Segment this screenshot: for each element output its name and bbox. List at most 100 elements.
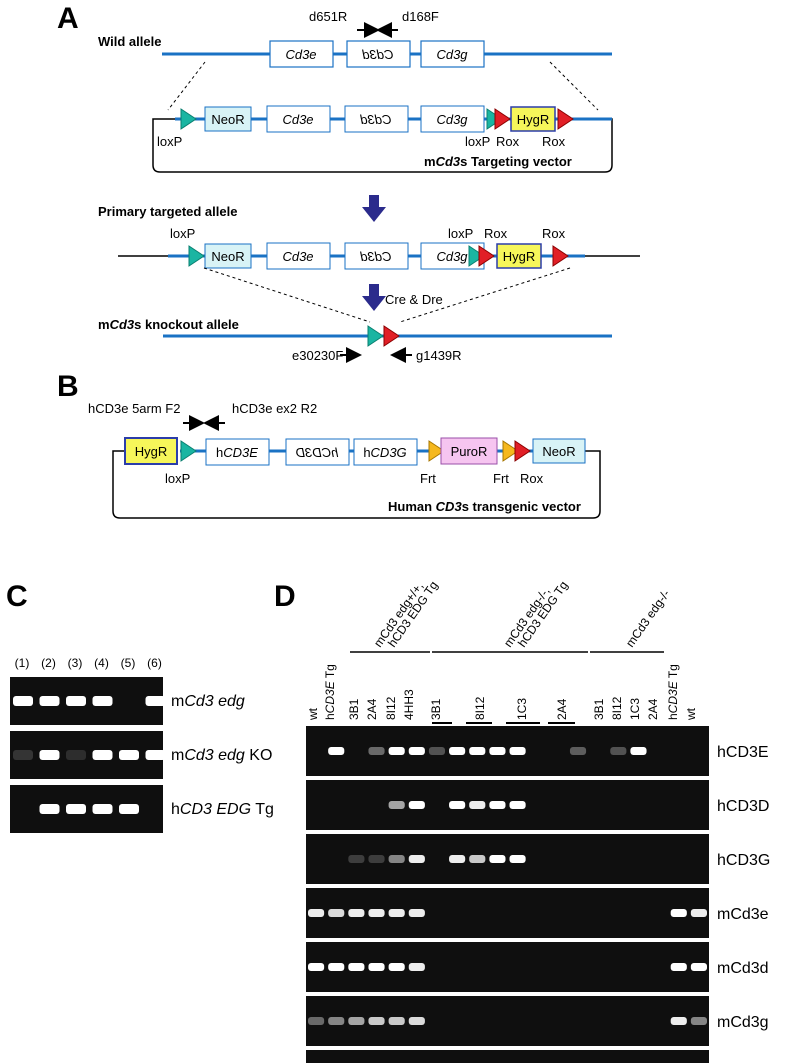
gel-d-background <box>306 996 709 1046</box>
gel-d-band <box>408 801 425 809</box>
gel-d-band <box>308 1017 325 1025</box>
gel-c-lane-label: (3) <box>68 656 83 670</box>
gel-d-background <box>306 1050 709 1063</box>
panel-a-label: A <box>57 2 79 35</box>
gel-c-band <box>92 696 113 706</box>
cd3e-label-wild: Cd3e <box>285 47 316 62</box>
gel-d-band <box>348 1017 365 1025</box>
gel-c-band <box>39 696 60 706</box>
gel-d-band <box>670 963 687 971</box>
gel-d-band <box>449 747 466 755</box>
gel-c-row-label: hCD3 EDG Tg <box>171 801 274 818</box>
gel-d-band <box>368 855 385 863</box>
gel-d-lane-label: 3B1 <box>592 698 606 720</box>
gel-d-band <box>388 909 405 917</box>
gel-d-band <box>670 909 687 917</box>
frt-triangle <box>428 440 445 462</box>
cd3e-box-vector <box>266 105 331 133</box>
dashed-guide <box>167 61 206 111</box>
gel-d-band <box>388 855 405 863</box>
frt-triangle <box>502 440 519 462</box>
gel-d-band <box>449 855 466 863</box>
gel-d-band <box>569 747 587 755</box>
gel-c-lane-label: (2) <box>41 656 56 670</box>
gel-d-band <box>368 1017 385 1025</box>
gel-d-band <box>368 909 385 917</box>
primer-5arm-f2: hCD3e 5arm F2 <box>88 401 180 416</box>
ko-allele-label: mCd3s knockout allele <box>98 317 239 332</box>
gel-d-band <box>308 909 325 917</box>
loxp-label: loxP <box>448 226 473 241</box>
gel-d-band <box>690 909 707 917</box>
cre-dre-label: Cre & Dre <box>385 292 443 307</box>
gel-d-band <box>690 963 707 971</box>
primer-ex2-r2: hCD3e ex2 R2 <box>232 401 317 416</box>
primary-allele-label: Primary targeted allele <box>98 204 237 219</box>
loxp-triangle <box>188 245 205 267</box>
gel-d-band <box>328 747 345 755</box>
loxp-label: loxP <box>465 134 490 149</box>
gel-d-band <box>630 747 647 755</box>
gel-d-lane-label: 3B1 <box>347 698 361 720</box>
gel-c-lane-label: (5) <box>121 656 136 670</box>
gel-c-band <box>92 750 113 760</box>
gel-d-band <box>408 963 425 971</box>
hygr-box <box>510 106 556 132</box>
rox-label: Rox <box>520 471 544 486</box>
gel-d-band <box>469 747 486 755</box>
hcd3g-label: hCD3G <box>363 445 406 460</box>
gel-d-band <box>368 747 385 755</box>
cd3g-label-wild: Cd3g <box>436 47 468 62</box>
neor-label: NeoR <box>211 112 244 127</box>
cd3d-label-vector: Cd3d <box>360 112 392 127</box>
gel-d-background <box>306 888 709 938</box>
vector-backbone <box>152 118 613 173</box>
gel-d-band <box>388 801 405 809</box>
gel-d-lane-label: hCD3E Tg <box>666 664 680 720</box>
cd3g-label-primary: Cd3g <box>436 249 468 264</box>
down-arrow <box>362 195 386 222</box>
gel-d-band <box>348 963 365 971</box>
neor-box <box>204 243 252 269</box>
gel-d-background <box>306 834 709 884</box>
gel-c-band <box>66 804 86 814</box>
gel-c-background <box>10 677 163 725</box>
panel-d-label: D <box>274 580 296 613</box>
gel-d-lane-label: 3B1 <box>429 698 443 720</box>
gel-d-background <box>306 942 709 992</box>
gel-d-lane-label: 1C3 <box>628 698 642 720</box>
gel-c-band <box>119 750 139 760</box>
cd3d-label-wild: Cd3d <box>362 47 394 62</box>
cd3e-label-vector: Cd3e <box>282 112 313 127</box>
rox-label: Rox <box>484 226 508 241</box>
cd3g-label-vector: Cd3g <box>436 112 468 127</box>
gel-d-band <box>308 963 325 971</box>
rox-triangle <box>514 440 531 462</box>
gel-d-background <box>306 780 709 830</box>
hcd3e-box <box>205 438 270 466</box>
gel-d-band <box>328 963 345 971</box>
gel-d-band <box>489 855 506 863</box>
gel-d-band <box>388 963 405 971</box>
hcd3g-box <box>353 438 418 466</box>
gel-d-band <box>408 855 425 863</box>
gel-c-band <box>66 750 86 760</box>
hcd3d-label: hCD3D <box>296 445 339 460</box>
cd3g-box-wild <box>420 40 485 68</box>
gel-d-lane-label: 8I12 <box>610 696 624 720</box>
cd3g-box-vector <box>420 105 485 133</box>
gel-c-band <box>39 804 60 814</box>
gel-c-band <box>13 696 33 706</box>
down-arrow <box>362 284 386 311</box>
cd3e-label-primary: Cd3e <box>282 249 313 264</box>
hcd3e-label: hCD3E <box>216 445 258 460</box>
hygr-box <box>124 437 178 465</box>
gel-d-row-label: mCd3d <box>717 960 769 977</box>
primer-d651r: d651R <box>309 9 347 24</box>
gel-d-row-label: hCD3G <box>717 852 770 869</box>
gel-d-band <box>368 963 385 971</box>
gel-d-band <box>388 747 405 755</box>
primer-d168f: d168F <box>402 9 439 24</box>
wild-allele-label: Wild allele <box>98 34 161 49</box>
